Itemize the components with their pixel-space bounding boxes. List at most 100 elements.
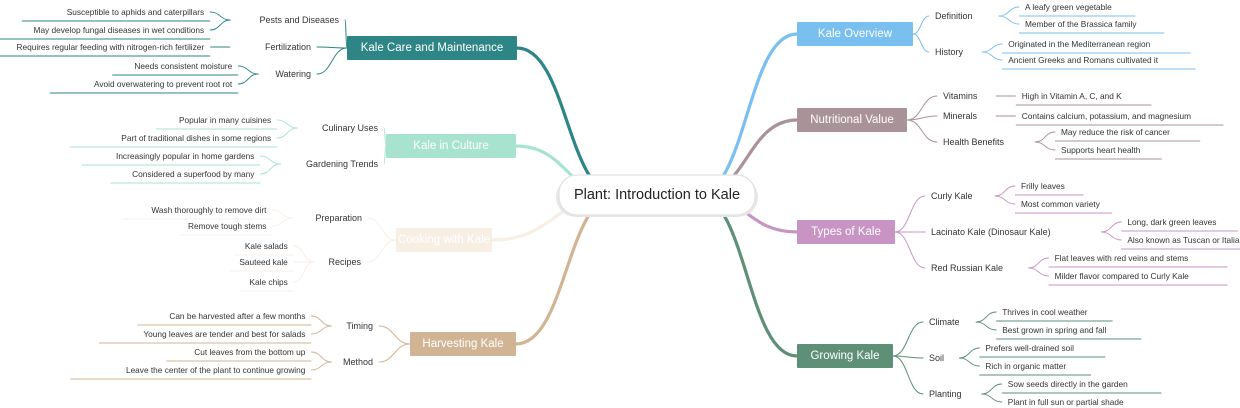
connector-line [316, 47, 348, 75]
leaf-prefers-well-drained-soil: Prefers well-drained soil [985, 343, 1074, 353]
connector-line [514, 193, 619, 346]
leaf-long-dark-green-leaves: Long, dark green leaves [1127, 217, 1216, 227]
connector-line [378, 325, 411, 345]
topic-kale-in-culture[interactable] [386, 134, 516, 158]
connector-line [892, 355, 924, 395]
topic-label: Kale Overview [818, 28, 893, 40]
leaf-young-leaves-are-tender-and-best-for-sal: Young leaves are tender and best for sal… [143, 329, 305, 339]
connector-line [906, 119, 938, 143]
connector-line [958, 347, 980, 359]
topic-label: Growing Kale [810, 350, 879, 362]
leaf-most-common-variety: Most common variety [1021, 199, 1101, 209]
topic-cooking-with-kale[interactable] [396, 228, 492, 252]
subtopic-climate: Climate [929, 317, 960, 327]
connector-line [994, 195, 1016, 205]
connector-line [276, 119, 298, 129]
connector-line [209, 11, 231, 21]
topic-label: Cooking with Kale [398, 234, 490, 246]
connector-line [1034, 131, 1056, 143]
subtopic-red-russian-kale: Red Russian Kale [931, 263, 1003, 273]
connector-line [259, 163, 281, 175]
connector-line [259, 155, 281, 165]
connector-line [958, 357, 980, 367]
connector-line [998, 6, 1020, 17]
leaf-contains-calcium-potassium-and-magnesium: Contains calcium, potassium, and magnesi… [1022, 111, 1191, 121]
connector-line [271, 209, 293, 219]
connector-line [271, 217, 293, 227]
connector-line [981, 393, 1003, 403]
connector-line [892, 355, 924, 359]
leaf-flat-leaves-with-red-veins-and-stems: Flat leaves with red veins and stems [1055, 253, 1189, 263]
connector-line [894, 231, 926, 269]
connector-line [906, 95, 938, 121]
connector-line [293, 261, 315, 283]
subtopic-pests-and-diseases: Pests and Diseases [259, 15, 339, 25]
connector-line [994, 185, 1016, 197]
leaf-supports-heart-health: Supports heart health [1061, 145, 1141, 155]
connector-line [383, 127, 387, 147]
connector-line [310, 325, 332, 335]
topic-nutritional-value[interactable] [797, 108, 907, 132]
connector-line [1100, 231, 1122, 241]
subtopic-method: Method [343, 357, 373, 367]
central-node[interactable] [558, 174, 756, 216]
connector-line [344, 19, 348, 49]
connector-line [310, 351, 332, 363]
leaf-a-leafy-green-vegetable: A leafy green vegetable [1025, 2, 1112, 12]
subtopic-definition: Definition [935, 11, 973, 21]
connector-line [366, 239, 397, 263]
subtopic-gardening-trends: Gardening Trends [306, 159, 379, 169]
topic-label: Types of Kale [811, 226, 881, 238]
leaf-remove-tough-stems: Remove tough stems [188, 221, 266, 231]
connector-line [310, 315, 332, 327]
leaf-kale-salads: Kale salads [245, 241, 288, 251]
connector-line [695, 32, 799, 197]
connector-line [367, 217, 397, 241]
connector-line [981, 51, 1003, 61]
connector-line [892, 321, 924, 357]
connector-line [906, 115, 938, 121]
leaf-popular-in-many-cuisines: Popular in many cuisines [179, 115, 271, 125]
subtopic-soil: Soil [929, 353, 944, 363]
connector-line [998, 15, 1020, 25]
leaf-rich-in-organic-matter: Rich in organic matter [985, 361, 1066, 371]
leaf-leave-the-center-of-the-plant-to-continu: Leave the center of the plant to continu… [126, 365, 306, 375]
subtopic-culinary-uses: Culinary Uses [322, 123, 379, 133]
leaf-originated-in-the-mediterranean-region: Originated in the Mediterranean region [1008, 39, 1150, 49]
leaf-cut-leaves-from-the-bottom-up: Cut leaves from the bottom up [194, 347, 306, 357]
leaf-may-reduce-the-risk-of-cancer: May reduce the risk of cancer [1061, 127, 1170, 137]
connector-line [695, 193, 799, 358]
connector-line [1100, 221, 1122, 233]
leaf-susceptible-to-aphids-and-caterpillars: Susceptible to aphids and caterpillars [67, 7, 204, 17]
leaf-considered-a-superfood-by-many: Considered a superfood by many [132, 169, 255, 179]
topic-label: Nutritional Value [810, 114, 894, 126]
leaf-increasingly-popular-in-home-gardens: Increasingly popular in home gardens [116, 151, 254, 161]
leaf-frilly-leaves: Frilly leaves [1021, 181, 1065, 191]
topic-types-of-kale[interactable] [797, 220, 895, 244]
connector-line [975, 321, 997, 331]
connector-line [912, 33, 930, 53]
topic-kale-care-and-maintenance[interactable] [347, 36, 517, 60]
subtopic-vitamins: Vitamins [943, 91, 978, 101]
leaf-kale-chips: Kale chips [250, 277, 288, 287]
connector-line [209, 19, 231, 31]
topic-label: Kale in Culture [413, 140, 488, 152]
connector-line [1028, 267, 1050, 277]
leaf-may-develop-fungal-diseases-in-wet-condi: May develop fungal diseases in wet condi… [34, 25, 205, 35]
subtopic-curly-kale: Curly Kale [931, 191, 973, 201]
connector-line [237, 73, 259, 85]
leaf-sow-seeds-directly-in-the-garden: Sow seeds directly in the garden [1008, 379, 1128, 389]
leaf-ancient-greeks-and-romans-cultivated-it: Ancient Greeks and Romans cultivated it [1008, 55, 1159, 65]
topic-harvesting-kale[interactable] [410, 332, 516, 356]
subtopic-history: History [935, 47, 964, 57]
leaf-milder-flavor-compared-to-curly-kale: Milder flavor compared to Curly Kale [1055, 271, 1190, 281]
connector-line [316, 46, 348, 49]
central-topic-label: Plant: Introduction to Kale [574, 187, 740, 203]
topic-label: Harvesting Kale [422, 338, 503, 350]
connector-line [310, 361, 332, 371]
topic-kale-overview[interactable] [797, 22, 913, 46]
subtopic-fertilization: Fertilization [265, 42, 311, 52]
topic-growing-kale[interactable] [797, 344, 893, 368]
connector-line [1028, 257, 1050, 269]
